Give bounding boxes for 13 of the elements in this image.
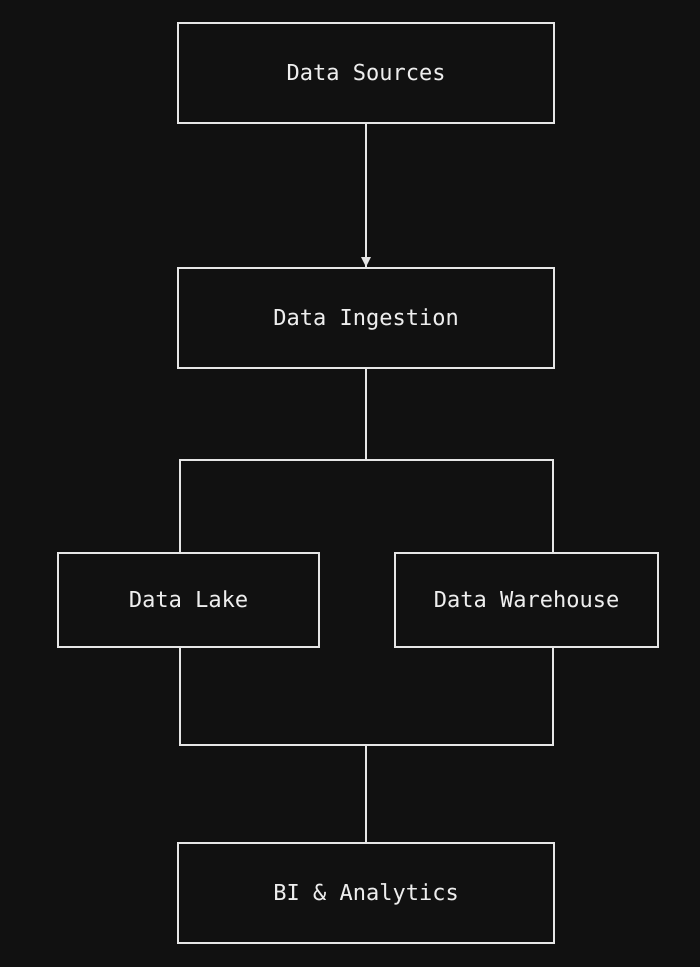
box-label: Data Ingestion — [273, 306, 459, 330]
box-label: Data Warehouse — [434, 588, 620, 612]
connector — [361, 124, 371, 267]
process-box — [394, 552, 659, 648]
process-box — [57, 552, 320, 648]
process-box — [177, 267, 555, 369]
process-box — [177, 22, 555, 124]
connector — [365, 648, 554, 842]
connector — [365, 369, 554, 552]
process-box — [177, 842, 555, 944]
box-label: BI & Analytics — [273, 880, 459, 906]
box-label: Data Lake — [128, 588, 248, 612]
box-label: Data Sources — [286, 60, 446, 86]
